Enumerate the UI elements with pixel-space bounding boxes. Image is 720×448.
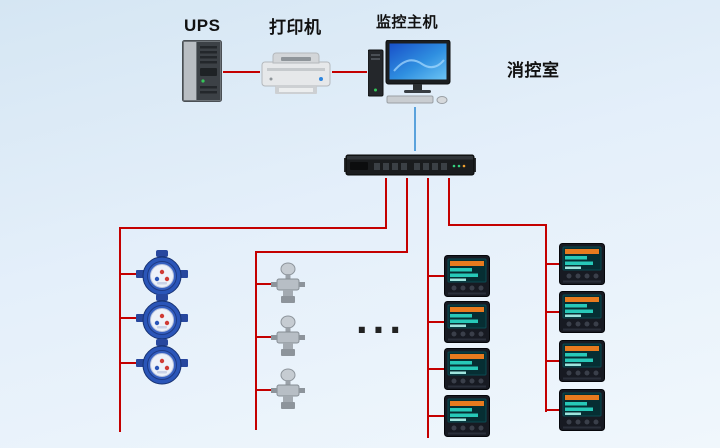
- branch-valves: [255, 178, 408, 430]
- monitor-host-device: [368, 40, 451, 104]
- devices: [136, 40, 605, 437]
- monitor-host-label: 监控主机: [376, 14, 439, 31]
- branch-water-meters: [119, 178, 387, 432]
- water-meter-1: [136, 249, 188, 296]
- printer-device: [261, 52, 331, 95]
- valve-sensor-1: [270, 262, 306, 304]
- branch-meter-column-2: [448, 178, 547, 412]
- power-meter-2-3: [559, 340, 605, 382]
- power-meter-2-2: [559, 291, 605, 333]
- connection-lines: [119, 71, 561, 438]
- control-room-label: 消控室: [507, 61, 560, 80]
- power-meter-1-4: [444, 395, 490, 437]
- ups-label: UPS: [184, 16, 221, 35]
- power-meter-1-2: [444, 301, 490, 343]
- power-meter-2-1: [559, 243, 605, 285]
- water-meter-2: [136, 293, 188, 340]
- ellipsis-more-devices: ...: [355, 295, 406, 342]
- water-meter-3: [136, 338, 188, 385]
- power-meter-2-4: [559, 389, 605, 431]
- power-meter-1-3: [444, 348, 490, 390]
- printer-label: 打印机: [269, 18, 322, 37]
- power-meter-1-1: [444, 255, 490, 297]
- valve-sensor-2: [270, 315, 306, 357]
- ups-device: [182, 40, 222, 102]
- valve-sensor-3: [270, 368, 306, 410]
- data-collector-switch: [344, 154, 476, 176]
